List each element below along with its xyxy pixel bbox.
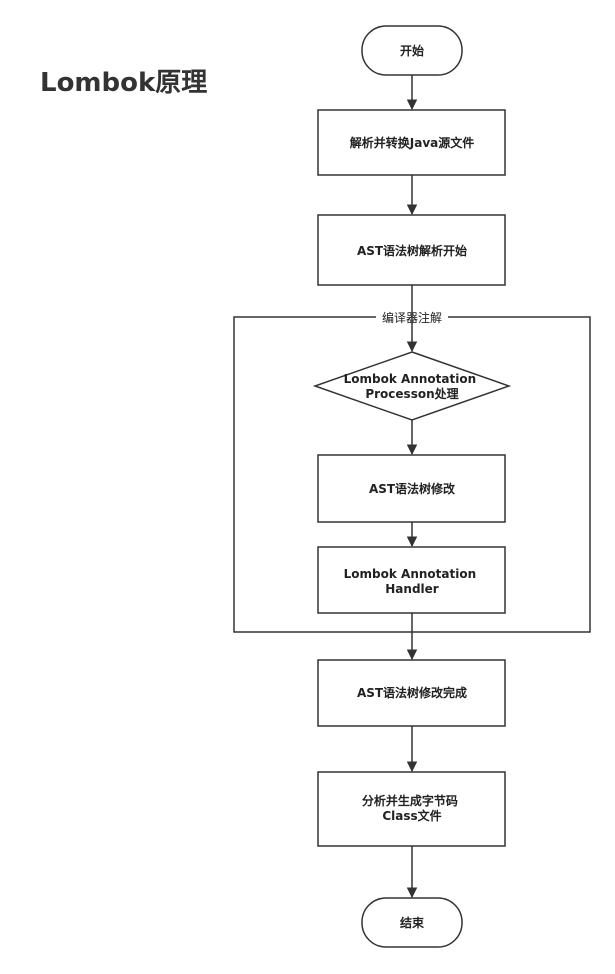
svg-text:AST语法树修改完成: AST语法树修改完成 [357,685,467,700]
ast-modify-done-label: AST语法树修改完成 [357,685,467,700]
annotation-processor-label-line2: Processon处理 [365,386,458,401]
start-node [361,25,463,76]
parse-java-node [317,109,506,176]
annotation-processor-label-line1: Lombok Annotation [344,372,476,386]
ast-modify-done-node [317,659,506,727]
svg-text:AST语法树解析开始: AST语法树解析开始 [357,243,467,258]
svg-text:解析并转换Java源文件: 解析并转换Java源文件 [350,135,474,150]
start-node-label: 开始 [400,43,424,58]
generate-bytecode-label-line2: Class文件 [382,808,441,823]
svg-text:开始: 开始 [400,43,424,58]
svg-text:Lombok Annotation Processo: Lombok Annotation Processon处理 [344,372,481,401]
ast-parse-start-node [317,214,506,286]
page-title: Lombok原理 [40,68,208,98]
ast-modify-node [317,454,506,523]
annotation-handler-label-line2: Handler [385,582,439,596]
svg-text:分析并生成字节码 Class文件: 分析并生成字节码 Class文件 [362,793,462,823]
generate-bytecode-node [317,771,506,847]
parse-java-label: 解析并转换Java源文件 [350,135,474,150]
annotation-processor-node [312,351,512,421]
annotation-handler-node [317,546,506,614]
ast-parse-start-label: AST语法树解析开始 [357,243,467,258]
annotation-handler-label-line1: Lombok Annotation [344,567,476,581]
svg-text:结束: 结束 [400,915,425,930]
end-node-label: 结束 [400,915,425,930]
generate-bytecode-label-line1: 分析并生成字节码 [362,793,458,808]
svg-text:AST语法树修改: AST语法树修改 [369,481,456,496]
ast-modify-label: AST语法树修改 [369,481,456,496]
end-node [361,897,463,948]
svg-text:Lombok Annotation Handler: Lombok Annotation Handler [344,567,481,596]
